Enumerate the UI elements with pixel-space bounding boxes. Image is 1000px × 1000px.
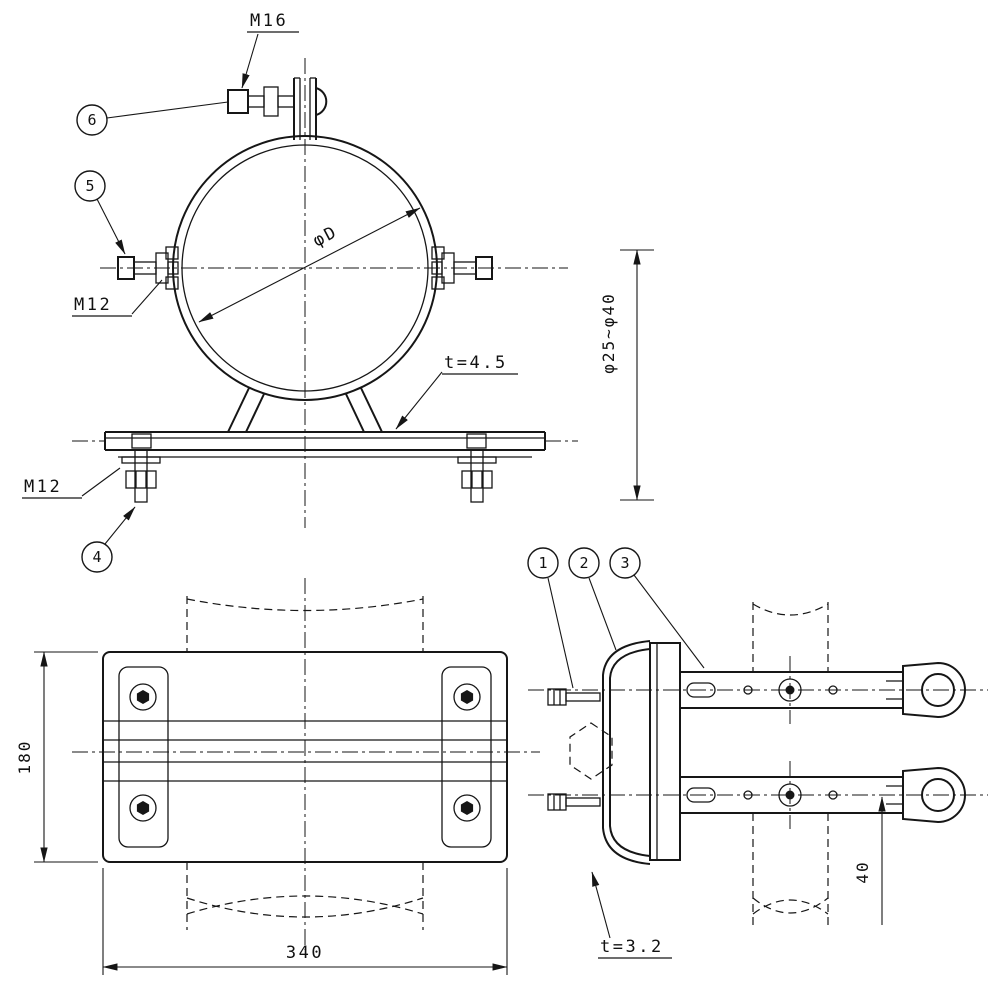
balloon-2-circle <box>568 547 600 579</box>
bracket-channel-side <box>649 642 681 861</box>
dim-340: 340 <box>102 868 508 975</box>
left-m12-bolt <box>117 246 179 290</box>
clamp-band-front <box>172 135 438 401</box>
phi-d-label: φD <box>310 222 342 252</box>
plate-thickness-label: t=4.5 <box>444 353 508 373</box>
m16-label: M16 <box>250 11 288 31</box>
balloon-2: 2 <box>568 547 617 651</box>
upper-arm <box>527 655 989 725</box>
band-thickness-callout: t=3.2 <box>591 871 672 959</box>
right-m12-bolt <box>431 246 493 290</box>
balloon-4: 4 <box>81 506 136 573</box>
pipe-range-label: φ25~φ40 <box>599 292 618 373</box>
front-view: φD M16 M12 M12 t=4.5 6 <box>22 11 578 573</box>
m16-bolt <box>227 86 328 117</box>
m12-bottom-label: M12 <box>24 477 62 497</box>
base-plate-front <box>72 431 578 458</box>
dim-180: 180 <box>15 651 98 863</box>
balloon-4-circle <box>81 541 113 573</box>
balloon-4-number: 4 <box>92 548 101 566</box>
hidden-nut-hexagon <box>569 722 613 780</box>
support-legs <box>227 387 383 433</box>
balloon-3: 3 <box>609 547 705 669</box>
m12-bottom-callout: M12 <box>22 467 121 499</box>
mounting-bolt-left <box>121 449 161 503</box>
pipe-hidden-outline-side <box>752 602 829 928</box>
dim-340-label: 340 <box>286 943 324 963</box>
balloon-3-number: 3 <box>620 554 629 572</box>
balloon-5: 5 <box>74 170 126 255</box>
side-clamp-bolts <box>547 688 601 811</box>
balloon-5-circle <box>74 170 106 202</box>
dim-180-label: 180 <box>15 740 34 775</box>
balloon-3-circle <box>609 547 641 579</box>
lower-arm <box>527 760 989 830</box>
side-view: 1 2 3 t=3.2 40 <box>527 547 989 959</box>
balloon-5-number: 5 <box>85 177 94 195</box>
pipe-hidden-outline-plan <box>186 596 424 930</box>
plan-view: 180 340 <box>15 578 540 975</box>
balloon-6-number: 6 <box>87 111 96 129</box>
plan-view-centerlines <box>72 578 540 950</box>
dim-40-label: 40 <box>853 860 872 883</box>
band-thickness-label: t=3.2 <box>600 937 664 957</box>
m12-side-callout: M12 <box>72 279 163 317</box>
balloon-6-circle <box>76 104 108 136</box>
balloon-1-number: 1 <box>538 554 547 572</box>
base-plate-plan <box>102 651 508 863</box>
m16-callout: M16 <box>241 11 299 89</box>
clamp-band-side <box>602 640 651 865</box>
balloon-1: 1 <box>527 547 574 689</box>
mounting-bolt-right <box>457 449 497 503</box>
balloon-6: 6 <box>76 101 229 136</box>
plate-thickness-callout: t=4.5 <box>395 353 518 430</box>
m12-side-label: M12 <box>74 295 112 315</box>
phi-d-dimension: φD <box>198 207 421 323</box>
balloon-2-number: 2 <box>579 554 588 572</box>
balloon-1-circle <box>527 547 559 579</box>
dim-40: 40 <box>853 796 886 925</box>
pipe-range-dimension: φ25~φ40 <box>599 249 654 501</box>
